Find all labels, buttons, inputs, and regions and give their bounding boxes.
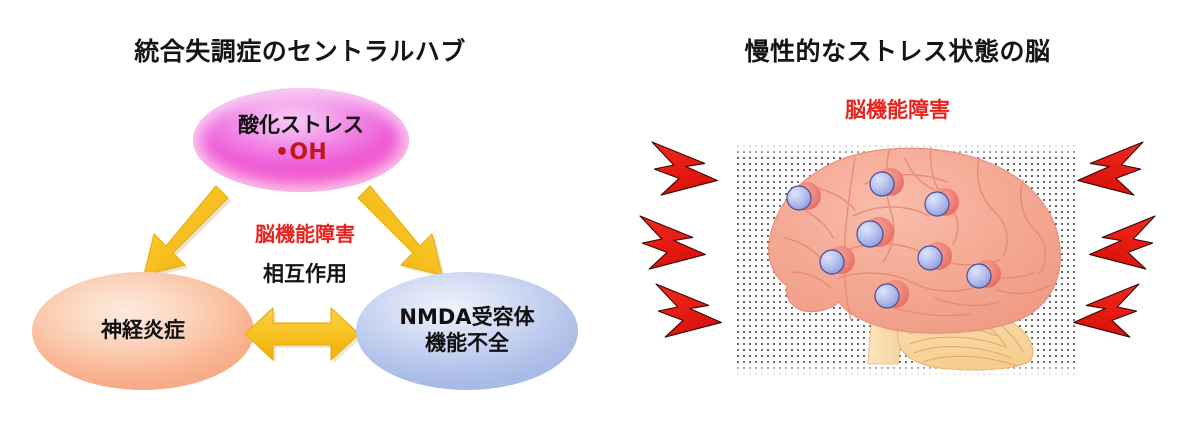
lesion-marker	[966, 260, 1001, 289]
brain-anatomy-graphic	[768, 147, 1061, 371]
node-oxidative-stress-formula: •OH	[274, 140, 328, 166]
node-neuroinflammation-label: 神経炎症	[101, 318, 185, 343]
left-panel-title: 統合失調症のセントラルハブ	[134, 37, 466, 66]
lesion-marker	[819, 246, 855, 275]
lesion-marker	[917, 242, 952, 271]
arrow-to-neuroinflammation	[143, 185, 231, 278]
lightning-bolt-left-top	[641, 141, 723, 207]
label-brain-dysfunction-right: 脳機能障害	[845, 98, 950, 122]
arrow-bidirectional-interaction	[244, 307, 362, 363]
lightning-bolt-right-bottom	[1068, 283, 1150, 349]
lesion-marker	[856, 217, 894, 248]
label-interaction: 相互作用	[263, 262, 347, 286]
lesion-marker	[869, 168, 904, 197]
lightning-bolt-right-middle	[1084, 215, 1166, 281]
cerebrum	[768, 147, 1061, 334]
node-nmda-label-line1: NMDA受容体	[399, 305, 535, 330]
lesion-marker	[924, 188, 959, 217]
left-panel-central-hub-diagram: 統合失調症のセントラルハブ 酸化ストレス •OH	[32, 37, 578, 390]
lightning-bolt-right-top	[1072, 141, 1154, 207]
right-panel-title: 慢性的なストレス状態の脳	[744, 37, 1051, 66]
lightning-bolt-left-middle	[629, 215, 711, 281]
node-nmda-label-line2: 機能不全	[425, 331, 509, 355]
node-oxidative-stress-label: 酸化ストレス	[238, 112, 364, 137]
label-brain-dysfunction-left: 脳機能障害	[255, 222, 355, 246]
node-nmda-receptor-hypofunction: NMDA受容体 機能不全	[356, 272, 578, 390]
lightning-bolt-left-bottom	[645, 283, 727, 349]
lesion-marker-group	[786, 168, 1001, 309]
node-oxidative-stress: 酸化ストレス •OH	[193, 88, 409, 192]
lesion-marker	[786, 182, 821, 211]
right-panel-stressed-brain: 慢性的なストレス状態の脳 脳機能障害	[600, 0, 1195, 447]
arrow-to-nmda	[357, 185, 445, 278]
node-neuroinflammation: 神経炎症	[32, 272, 254, 390]
stressed-brain-illustration	[629, 128, 1166, 398]
lesion-marker	[874, 280, 909, 309]
